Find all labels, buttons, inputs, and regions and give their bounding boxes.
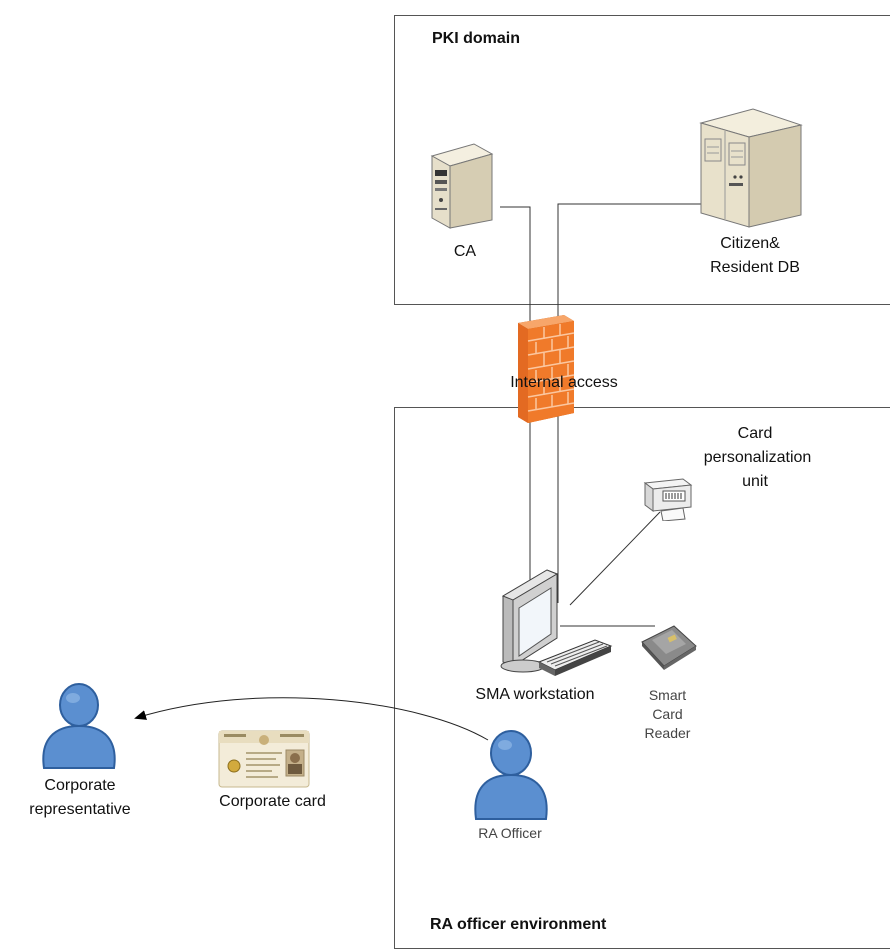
ca-to-workstation-line	[500, 206, 531, 590]
smart-card-reader-icon	[638, 622, 700, 670]
ra-officer-icon	[468, 725, 554, 821]
card-unit-label-line3: unit	[742, 473, 768, 490]
corporate-representative-label-line1: Corporate	[44, 777, 116, 794]
smart-card-reader-label-line1: Smart	[648, 687, 687, 703]
db-to-workstation-line	[557, 203, 704, 603]
workstation-monitor-icon	[495, 566, 575, 674]
card-unit-label-line2: personalization	[703, 449, 812, 466]
corporate-card-image	[218, 730, 310, 788]
citizen-db-server-icon	[697, 103, 807, 228]
citizen-db-label-line1: Citizen&	[720, 235, 780, 252]
corporate-representative-icon	[38, 680, 120, 770]
corporate-representative-label-line2: representative	[29, 801, 131, 818]
card-printer-icon	[643, 477, 695, 522]
corporate-card-label: Corporate card	[219, 793, 326, 810]
card-unit-label-line1: Card	[737, 425, 773, 442]
citizen-db-label-line2: Resident DB	[710, 259, 800, 276]
pki-domain-box	[394, 15, 890, 305]
workstation-label: SMA workstation	[475, 686, 595, 703]
firewall-label: Internal access	[510, 374, 618, 391]
ra-environment-title: RA officer environment	[430, 916, 607, 933]
smart-card-reader-label-line2: Card	[652, 706, 683, 722]
ca-server-icon	[424, 140, 504, 230]
firewall-icon	[514, 313, 578, 425]
keyboard-icon	[537, 638, 615, 682]
ca-label: CA	[453, 243, 477, 260]
pki-domain-title: PKI domain	[432, 30, 521, 47]
card-handover-arrow	[134, 697, 489, 741]
smart-card-reader-label-line3: Reader	[644, 725, 691, 741]
workstation-to-card-unit-line	[569, 511, 661, 606]
ra-officer-label: RA Officer	[478, 825, 542, 841]
